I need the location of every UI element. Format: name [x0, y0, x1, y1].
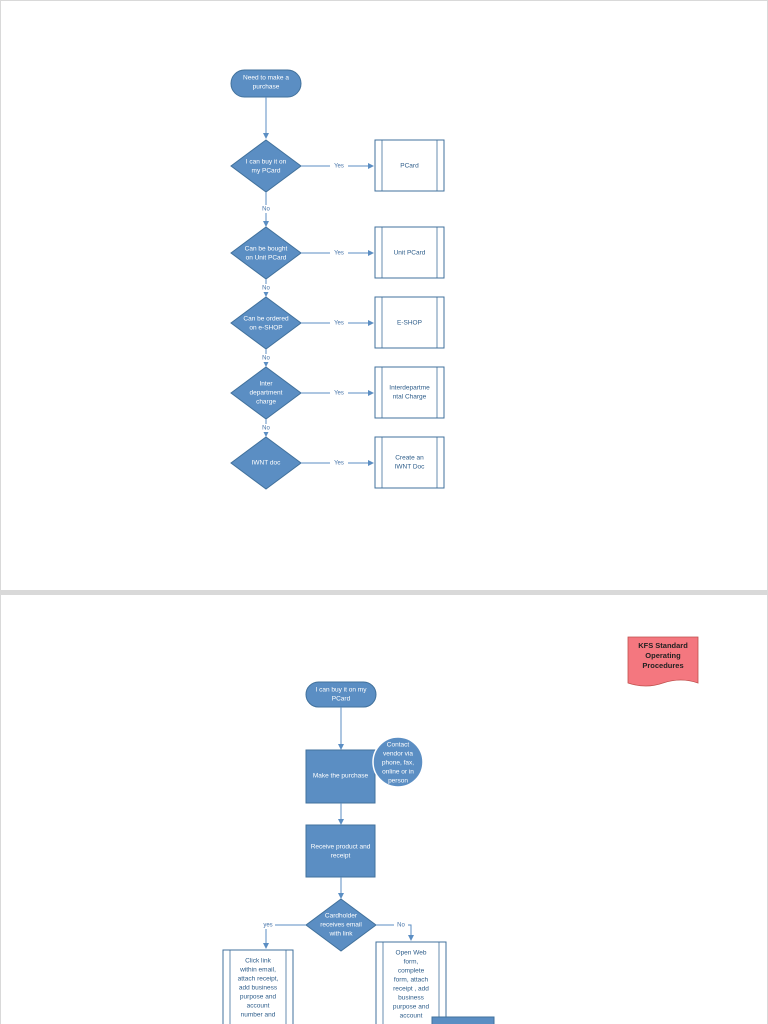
yes-box-line-5: purpose and	[240, 994, 277, 1001]
yes-label-1: Yes	[334, 164, 344, 170]
kfs-line-3: Procedures	[642, 661, 683, 670]
kfs-line-1: KFS Standard	[638, 641, 688, 650]
contact-line-1: Contact	[387, 742, 410, 749]
receive-line-1: Receive product and	[311, 844, 371, 851]
decision-email-link[interactable]: Cardholder receives email with link	[305, 898, 377, 952]
result-interdepartmental[interactable]: Interdepartme ntal Charge	[374, 366, 445, 419]
contact-line-4: online or in	[382, 769, 414, 776]
kfs-standard-procedures-badge[interactable]: KFS Standard Operating Procedures	[627, 636, 699, 687]
flowchart-page-1: Need to make a purchase I can buy it on …	[1, 1, 767, 590]
result-2-text: Unit PCard	[394, 250, 426, 257]
decision-pcard[interactable]: I can buy it on my PCard	[230, 139, 302, 193]
result-5-line-1: Create an	[395, 455, 424, 462]
flowchart-page-2: KFS Standard Operating Procedures I can …	[1, 595, 767, 1024]
contact-line-5: person	[388, 778, 408, 785]
yes-label-3: Yes	[334, 321, 344, 327]
yes-box-line-3: attach receipt,	[238, 976, 279, 983]
make-purchase-text: Make the purchase	[313, 773, 369, 780]
p2-decision-line-1: Cardholder	[325, 913, 358, 920]
decision-5-line-1: IWNT doc	[252, 460, 282, 467]
start-text-line-2: purchase	[253, 84, 280, 91]
result-unit-pcard[interactable]: Unit PCard	[374, 226, 445, 279]
result-3-text: E-SHOP	[397, 320, 422, 327]
no-box-line-3: complete	[398, 968, 425, 975]
result-5-line-2: IWNT Doc	[395, 464, 426, 471]
decision-eshop[interactable]: Can be ordered on e-SHOP	[230, 296, 302, 350]
pcard-process-flowchart: KFS Standard Operating Procedures I can …	[222, 636, 699, 1024]
process-make-purchase[interactable]: Make the purchase	[305, 749, 376, 804]
p2-decision-line-3: with link	[328, 931, 353, 938]
yes-box-line-1: Click link	[245, 958, 271, 965]
no-box-line-7: purpose and	[393, 1004, 430, 1011]
process-receive-product[interactable]: Receive product and receipt	[305, 824, 376, 878]
purchase-method-flowchart: Need to make a purchase I can buy it on …	[230, 69, 445, 490]
receive-line-2: receipt	[331, 853, 351, 860]
decision-1-line-1: I can buy it on	[246, 159, 287, 166]
no-box-line-8: account	[400, 1013, 423, 1020]
no-label-1: No	[262, 207, 270, 213]
no-box-line-1: Open Web	[396, 950, 427, 957]
p2-yes-label: yes	[263, 923, 272, 929]
decision-4-line-3: charge	[256, 399, 276, 406]
start-terminator[interactable]: Need to make a purchase	[230, 69, 302, 98]
p2-start-line-1: I can buy it on my	[316, 687, 368, 694]
yes-box-line-2: within email,	[239, 967, 276, 974]
yes-label-4: Yes	[334, 391, 344, 397]
decision-3-line-1: Can be ordered	[243, 316, 289, 323]
p2-decision-line-2: receives email	[320, 922, 362, 929]
start-terminator-pcard[interactable]: I can buy it on my PCard	[305, 681, 377, 708]
no-label-3: No	[262, 356, 270, 362]
decision-2-line-1: Can be bought	[245, 246, 288, 253]
contact-line-3: phone, fax,	[382, 760, 414, 767]
decision-4-line-2: department	[250, 390, 283, 397]
decision-unit-pcard[interactable]: Can be bought on Unit PCard	[230, 226, 302, 280]
no-label-4: No	[262, 426, 270, 432]
kfs-line-2: Operating	[645, 651, 681, 660]
result-eshop[interactable]: E-SHOP	[374, 296, 445, 349]
result-4-line-1: Interdepartme	[389, 385, 430, 392]
result-1-text: PCard	[400, 163, 419, 170]
no-box-line-5: receipt , add	[393, 986, 429, 993]
no-box-line-6: business	[398, 995, 424, 1002]
start-text-line-1: Need to make a	[243, 75, 289, 82]
yes-label-2: Yes	[334, 251, 344, 257]
no-label-2: No	[262, 286, 270, 292]
yes-label-5: Yes	[334, 461, 344, 467]
result-pcard[interactable]: PCard	[374, 139, 445, 192]
decision-interdepartment[interactable]: Inter department charge	[230, 366, 302, 420]
yes-box-line-7: number and	[241, 1012, 276, 1019]
decision-2-line-2: on Unit PCard	[246, 255, 287, 262]
no-box-line-2: form,	[404, 959, 419, 966]
p2-no-label: No	[397, 923, 405, 929]
process-open-web-form[interactable]: Open Web form, complete form, attach rec…	[375, 941, 447, 1024]
result-iwnt-doc[interactable]: Create an IWNT Doc	[374, 436, 445, 489]
decision-iwnt[interactable]: IWNT doc	[230, 436, 302, 490]
contact-line-2: vendor via	[383, 751, 413, 758]
decision-1-line-2: my PCard	[252, 168, 281, 175]
process-click-email-link[interactable]: Click link within email, attach receipt,…	[222, 949, 294, 1024]
decision-3-line-2: on e-SHOP	[249, 325, 282, 332]
process-next-partial[interactable]	[431, 1016, 495, 1024]
decision-4-line-1: Inter	[259, 381, 273, 388]
yes-box-line-4: add business	[239, 985, 278, 992]
result-4-line-2: ntal Charge	[393, 394, 427, 401]
no-box-line-4: form, attach	[394, 977, 429, 984]
note-contact-vendor[interactable]: Contact vendor via phone, fax, online or…	[372, 736, 424, 788]
p2-start-line-2: PCard	[332, 696, 351, 703]
connector-no-branch	[376, 924, 414, 941]
yes-box-line-6: account	[247, 1003, 270, 1010]
